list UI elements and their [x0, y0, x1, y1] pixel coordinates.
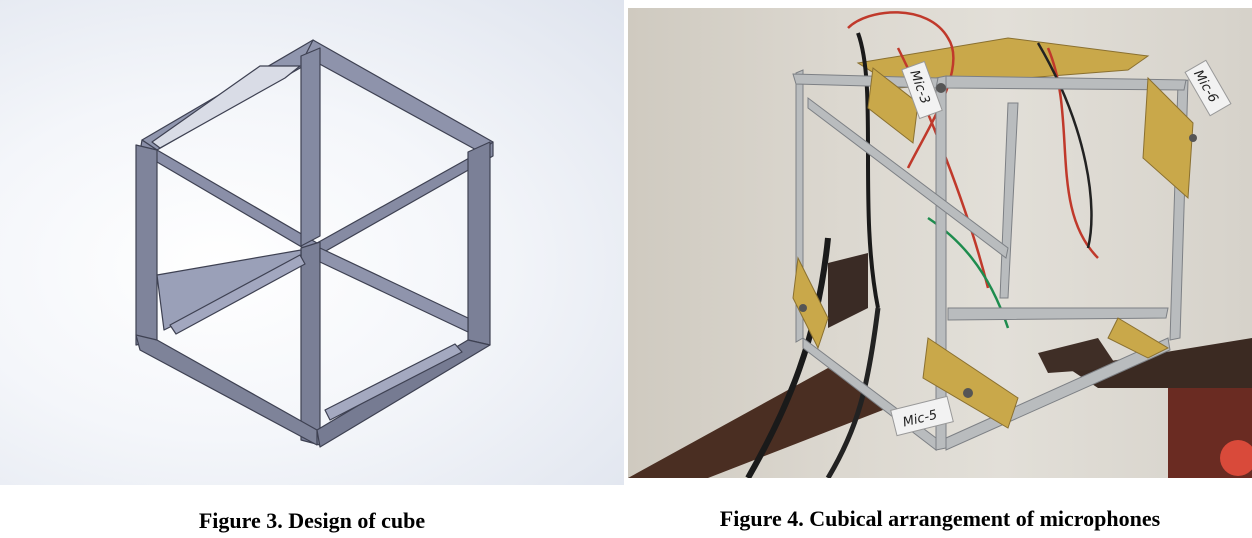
figure-3-image: [0, 0, 624, 485]
figure-4-caption: Figure 4. Cubical arrangement of microph…: [719, 506, 1161, 531]
cube-design-drawing: [135, 39, 494, 448]
figure-3-caption: Figure 3. Design of cube: [198, 508, 426, 533]
figure-4-image: Mic-5 Mic-6 Mic-3: [628, 8, 1252, 478]
microphone-cube-photo: Mic-5 Mic-6 Mic-3: [628, 11, 1252, 478]
